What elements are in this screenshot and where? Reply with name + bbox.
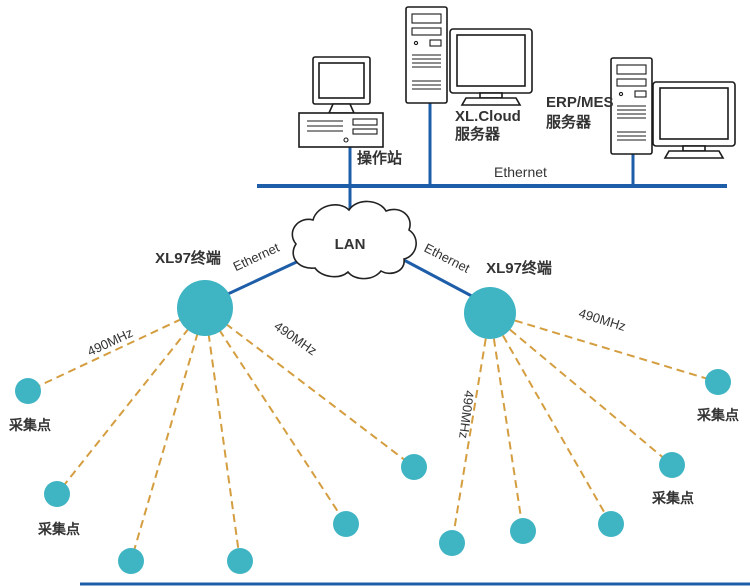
collection-point-label: 采集点 — [696, 407, 739, 423]
rf-frequency-label: 490MHz — [271, 318, 319, 358]
erp-server-label-line1: ERP/MES — [546, 94, 614, 111]
right-terminal-rf-links — [451, 312, 719, 544]
xl97-terminal-left-node — [177, 280, 233, 336]
rf-link-dashed — [204, 307, 415, 468]
lan-right-link-line — [401, 257, 484, 304]
collection-point-label: 采集点 — [651, 490, 694, 506]
case-vents — [307, 120, 343, 132]
rf-link-dashed — [489, 312, 612, 525]
collection-point-node — [705, 369, 731, 395]
lan-cloud-shape — [291, 200, 417, 280]
erp-server-label-line2: 服务器 — [546, 113, 592, 131]
xl97-terminal-left-label: XL97终端 — [155, 249, 221, 267]
collection-point-nodes — [15, 369, 731, 574]
rf-link-dashed — [27, 307, 206, 392]
collection-point-node — [15, 378, 41, 404]
rf-link-dashed — [489, 312, 524, 532]
collection-point-node — [659, 452, 685, 478]
erp-server-monitor — [652, 81, 736, 159]
rf-link-dashed — [489, 312, 719, 383]
rf-frequency-label: 490MHz — [577, 305, 628, 334]
operator-station-computer — [298, 56, 384, 148]
xl97-terminal-right-label: XL97终端 — [486, 259, 552, 277]
collection-point-node — [333, 511, 359, 537]
rf-link-dashed — [204, 307, 347, 525]
collection-point-node — [44, 481, 70, 507]
collection-point-node — [401, 454, 427, 480]
ethernet-right-link-label: Ethernet — [422, 240, 473, 276]
cloud-server-monitor — [449, 28, 533, 106]
cloud-server-label-line1: XL.Cloud — [455, 108, 521, 125]
collection-point-node — [598, 511, 624, 537]
collection-point-node — [118, 548, 144, 574]
cloud-server-label-line2: 服务器 — [455, 125, 501, 143]
operator-station-label: 操作站 — [357, 149, 402, 167]
rf-link-dashed — [204, 307, 241, 562]
rf-link-dashed — [489, 312, 673, 466]
lan-left-link-line — [214, 257, 304, 302]
collection-point-label: 采集点 — [37, 521, 80, 537]
ethernet-bus-label: Ethernet — [494, 164, 547, 180]
rf-link-dashed — [56, 307, 206, 495]
rf-link-dashed — [130, 307, 206, 562]
cloud-server-tower — [405, 6, 448, 104]
collection-point-label: 采集点 — [8, 417, 51, 433]
xl97-terminal-right-node — [464, 287, 516, 339]
collection-point-node — [439, 530, 465, 556]
rf-frequency-label: 490MHz — [85, 325, 135, 359]
rf-frequency-label: 490MHz — [456, 390, 477, 440]
lan-label: LAN — [335, 236, 366, 253]
collection-point-node — [510, 518, 536, 544]
left-terminal-rf-links — [27, 307, 415, 562]
ethernet-left-link-label: Ethernet — [231, 240, 282, 275]
collection-point-node — [227, 548, 253, 574]
erp-server-tower — [610, 57, 653, 155]
